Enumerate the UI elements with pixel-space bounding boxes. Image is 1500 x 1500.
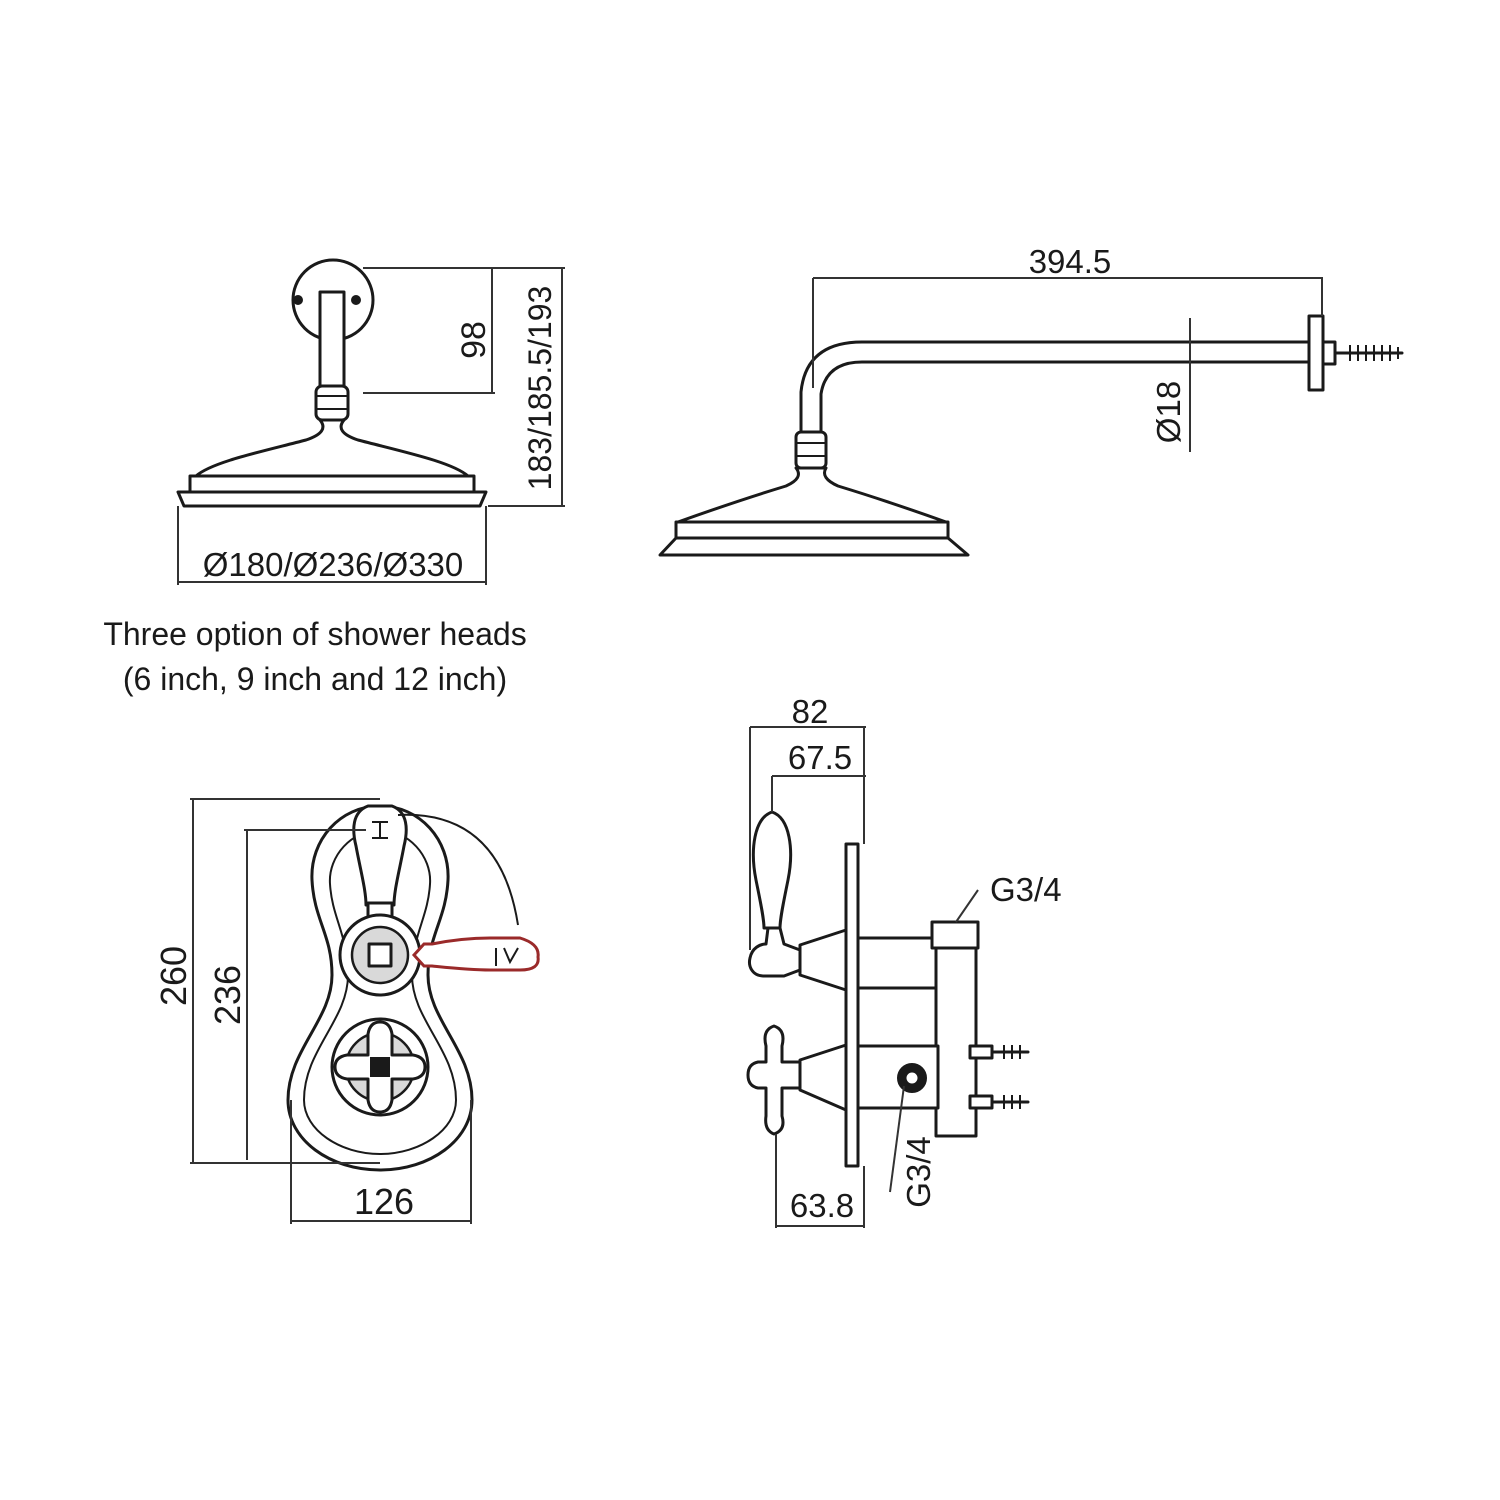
lower-depth-label: 63.8: [790, 1187, 854, 1224]
arm-length-label: 394.5: [1029, 243, 1112, 280]
upper-body: [856, 936, 940, 990]
shower-arm: [799, 340, 1311, 434]
shower-head-caption: Three option of shower heads (6 inch, 9 …: [60, 612, 570, 702]
wall-plate: [844, 842, 860, 1168]
handle-depth-label: 67.5: [788, 739, 852, 776]
handle-rotated-position: [411, 936, 540, 972]
plate-height-label: 236: [207, 965, 248, 1025]
diameter-label: Ø180/Ø236/Ø330: [203, 546, 464, 583]
lever-hub: [748, 926, 802, 978]
arm-diameter-label: Ø18: [1150, 381, 1187, 443]
valve-front-view: 260 236 126: [153, 798, 540, 1224]
spindle-square: [367, 942, 393, 968]
diverter-lever: [352, 804, 408, 907]
outlet-cap: [930, 920, 980, 950]
shower-arm: [318, 290, 346, 390]
overall-depth-label: 82: [792, 693, 829, 730]
rotation-arc: [397, 813, 519, 926]
lower-shroud: [798, 1043, 848, 1112]
caption-line-1: Three option of shower heads: [103, 616, 527, 652]
height-label: 183/185.5/193: [522, 286, 558, 491]
width-label: 126: [354, 1181, 414, 1222]
head-face: [658, 536, 970, 557]
head-face: [176, 490, 488, 508]
shower-head-front-view: 98 183/185.5/193 Ø180/Ø236/Ø330: [176, 258, 565, 585]
inlet-top-label: G3/4: [990, 871, 1062, 908]
swivel-joint: [794, 430, 828, 470]
lever-handle: [751, 810, 793, 930]
head-dome: [676, 466, 948, 524]
caption-line-2: (6 inch, 9 inch and 12 inch): [122, 661, 508, 697]
flange-screw: [293, 295, 303, 305]
swivel-joint: [314, 384, 350, 422]
head-dome: [194, 418, 470, 478]
inlet-bottom-label: G3/4: [900, 1136, 937, 1208]
flange-nut: [1321, 340, 1337, 366]
head-rim: [188, 474, 476, 494]
arm-drop-label: 98: [455, 321, 493, 359]
flange-screw: [351, 295, 361, 305]
upper-shroud: [798, 928, 848, 992]
shower-head-side-view: 394.5 Ø18: [658, 243, 1404, 557]
cross-handle-side: [746, 1024, 802, 1136]
overall-height-label: 260: [153, 946, 194, 1006]
wall-flange: [1307, 314, 1325, 392]
head-rim: [674, 520, 950, 540]
valve-side-view: 82 67.5 63.8 G3/4 G3/4: [746, 693, 1062, 1228]
